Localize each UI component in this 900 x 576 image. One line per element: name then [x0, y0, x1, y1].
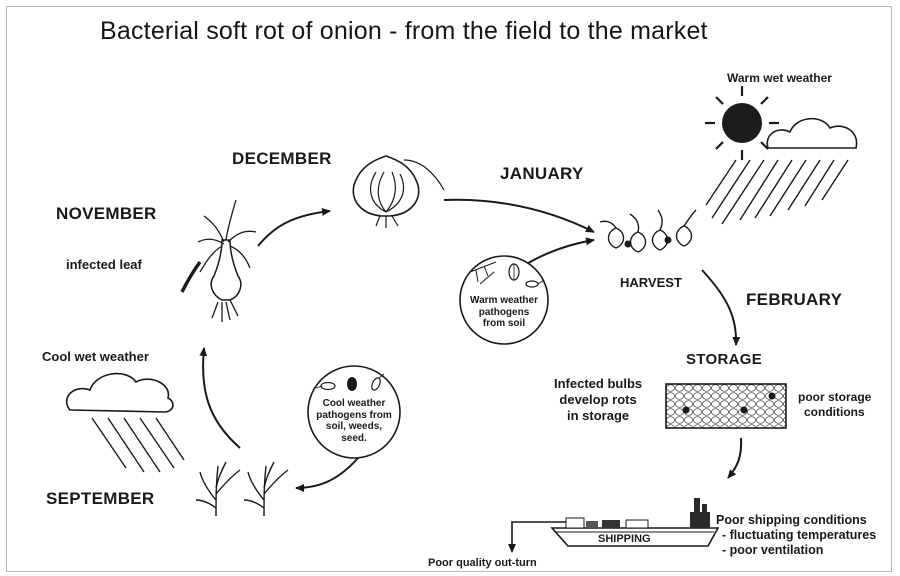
poor-storage-line-1: poor storage — [798, 390, 871, 405]
shipping-label: SHIPPING — [598, 533, 651, 545]
poor-shipping-line-3: - poor ventilation — [716, 543, 876, 558]
seedlings-icon — [196, 462, 288, 516]
february-label: FEBRUARY — [746, 291, 842, 310]
poor-storage-label: poor storage conditions — [798, 390, 871, 420]
cool-pathogens-line-4: seed. — [310, 433, 398, 445]
warm-pathogens-text: Warm weather pathogens from soil — [462, 295, 546, 330]
arrow-warm-pathogens-to-harvest — [520, 240, 594, 268]
november-label: NOVEMBER — [56, 205, 157, 224]
cloud-rain-icon — [67, 374, 184, 472]
arrow-september-to-november — [203, 348, 240, 448]
onion-bulb-icon — [353, 156, 444, 228]
arrow-december-to-january — [444, 200, 594, 232]
infected-bulbs-line-3: in storage — [554, 408, 642, 424]
infected-bulbs-label: Infected bulbs develop rots in storage — [554, 376, 642, 424]
diagram-title: Bacterial soft rot of onion - from the f… — [100, 18, 708, 46]
warm-wet-weather-label: Warm wet weather — [727, 72, 832, 85]
harvest-label: HARVEST — [620, 276, 682, 290]
sun-cloud-rain-icon — [705, 86, 857, 224]
cool-wet-weather-label: Cool wet weather — [42, 350, 149, 364]
september-label: SEPTEMBER — [46, 490, 155, 509]
poor-quality-out-turn-label: Poor quality out-turn — [428, 557, 537, 569]
poor-shipping-line-2: - fluctuating temperatures — [716, 528, 876, 543]
cool-pathogens-text: Cool weather pathogens from soil, weeds,… — [310, 398, 398, 444]
arrow-cool-pathogens-to-september — [296, 458, 358, 488]
arrow-harvest-to-storage — [702, 270, 736, 345]
poor-shipping-line-1: Poor shipping conditions — [716, 513, 876, 528]
warm-pathogens-line-1: Warm weather — [462, 295, 546, 307]
december-label: DECEMBER — [232, 150, 332, 169]
storage-bin-icon — [666, 384, 786, 428]
poor-storage-line-2: conditions — [798, 405, 871, 420]
warm-pathogens-line-3: from soil — [462, 318, 546, 330]
cool-pathogens-line-3: soil, weeds, — [310, 421, 398, 433]
warm-pathogens-line-2: pathogens — [462, 307, 546, 319]
cool-pathogens-line-2: pathogens from — [310, 410, 398, 422]
onion-plant-icon — [182, 200, 256, 322]
infected-leaf-label: infected leaf — [66, 258, 142, 272]
harvested-onions-icon — [600, 210, 696, 252]
january-label: JANUARY — [500, 165, 584, 184]
arrow-november-to-december — [258, 211, 330, 246]
arrow-storage-to-shipping — [728, 438, 741, 478]
storage-label: STORAGE — [686, 352, 762, 369]
cool-pathogens-line-1: Cool weather — [310, 398, 398, 410]
infected-bulbs-line-1: Infected bulbs — [554, 376, 642, 392]
poor-shipping-label: Poor shipping conditions - fluctuating t… — [716, 513, 876, 557]
infected-bulbs-line-2: develop rots — [554, 392, 642, 408]
